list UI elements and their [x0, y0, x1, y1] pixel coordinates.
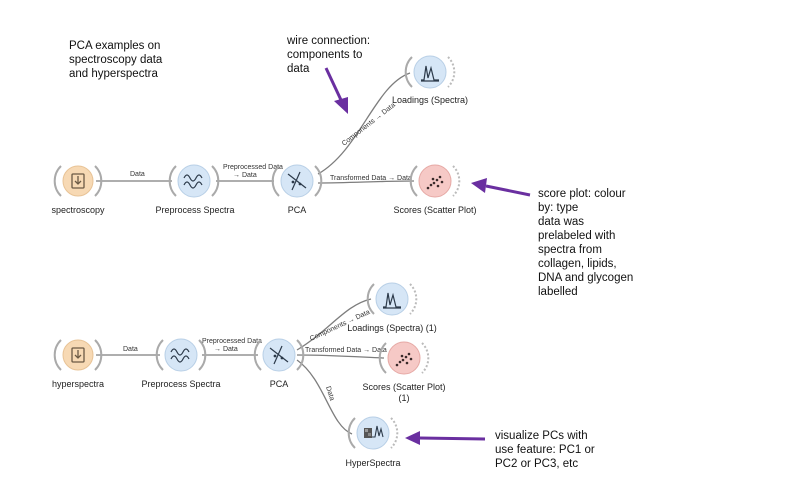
file-import-icon — [71, 173, 85, 189]
scatter-plot-icon — [426, 175, 444, 190]
note-visualize-pcs: visualize PCs with use feature: PC1 or P… — [495, 430, 598, 470]
pca-axes-icon — [269, 345, 289, 365]
scatter-plot-icon — [395, 352, 413, 367]
node-hyperspectra-file[interactable]: hyperspectra — [52, 339, 104, 389]
link-label-components-1: Components → Data — [341, 102, 397, 148]
preprocess-wave-icon — [170, 348, 190, 363]
node-label-scores-2b: (1) — [399, 393, 410, 403]
link-label-preprocessed-2b: → Data — [214, 346, 238, 353]
link-components-2[interactable] — [296, 298, 372, 351]
annotation-arrow-wire — [324, 67, 348, 114]
hyperspectra-icon — [364, 425, 384, 438]
node-scores-scatter-2[interactable]: Scores (Scatter Plot) (1) — [362, 341, 446, 403]
node-label-hyperspectra-widget: HyperSpectra — [345, 458, 400, 468]
node-loadings-spectra[interactable]: Loadings (Spectra) — [392, 55, 468, 105]
note-title: PCA examples on spectroscopy data and hy… — [69, 40, 166, 80]
node-label-loadings-2: Loadings (Spectra) (1) — [347, 323, 437, 333]
node-label-scores-1: Scores (Scatter Plot) — [393, 205, 476, 215]
link-label-preprocessed-1b: → Data — [233, 172, 257, 179]
node-label-pca-2: PCA — [270, 379, 289, 389]
file-import-icon — [71, 347, 85, 363]
link-data-3[interactable] — [296, 359, 353, 435]
node-label-scores-2a: Scores (Scatter Plot) — [362, 382, 445, 392]
link-transformed-1[interactable] — [317, 180, 415, 184]
annotation-arrow-pcs — [405, 431, 486, 445]
node-preprocess-spectra-2[interactable]: Preprocess Spectra — [141, 338, 221, 389]
link-label-transformed-1: Transformed Data → Data — [330, 175, 412, 182]
link-label-preprocessed-1a: Preprocessed Data — [223, 164, 283, 171]
link-label-data-3: Data — [324, 385, 335, 401]
link-label-data-2: Data — [123, 346, 138, 353]
node-label-pca-1: PCA — [288, 205, 307, 215]
link-label-transformed-2: Transformed Data → Data — [305, 347, 387, 354]
preprocess-wave-icon — [183, 174, 203, 189]
node-pca[interactable]: PCA — [271, 164, 323, 215]
node-label-preprocess-1: Preprocess Spectra — [155, 205, 234, 215]
node-hyperspectra-widget[interactable]: HyperSpectra — [345, 416, 401, 468]
link-transformed-2[interactable] — [296, 354, 385, 359]
node-label-loadings-1: Loadings (Spectra) — [392, 95, 468, 105]
node-pca-2[interactable]: PCA — [253, 338, 305, 389]
spectra-peaks-icon — [421, 65, 439, 82]
node-scores-scatter[interactable]: Scores (Scatter Plot) — [393, 164, 477, 215]
link-components-1[interactable] — [317, 72, 411, 175]
note-wire-connection: wire connection: components to data — [286, 35, 373, 75]
node-preprocess-spectra[interactable]: Preprocess Spectra — [155, 164, 235, 215]
node-label-preprocess-2: Preprocess Spectra — [141, 379, 220, 389]
note-score-plot: score plot: colour by: type data was pre… — [538, 188, 636, 298]
link-label-preprocessed-2a: Preprocessed Data — [202, 338, 262, 345]
node-loadings-spectra-2[interactable]: Loadings (Spectra) (1) — [347, 282, 437, 333]
spectra-peaks-icon — [383, 292, 401, 309]
node-label-spectroscopy: spectroscopy — [51, 205, 105, 215]
node-spectroscopy[interactable]: spectroscopy — [51, 165, 105, 215]
node-label-hyperspectra: hyperspectra — [52, 379, 104, 389]
pca-axes-icon — [287, 171, 307, 191]
annotation-arrow-score — [471, 178, 531, 197]
link-label-data-1: Data — [130, 171, 145, 178]
